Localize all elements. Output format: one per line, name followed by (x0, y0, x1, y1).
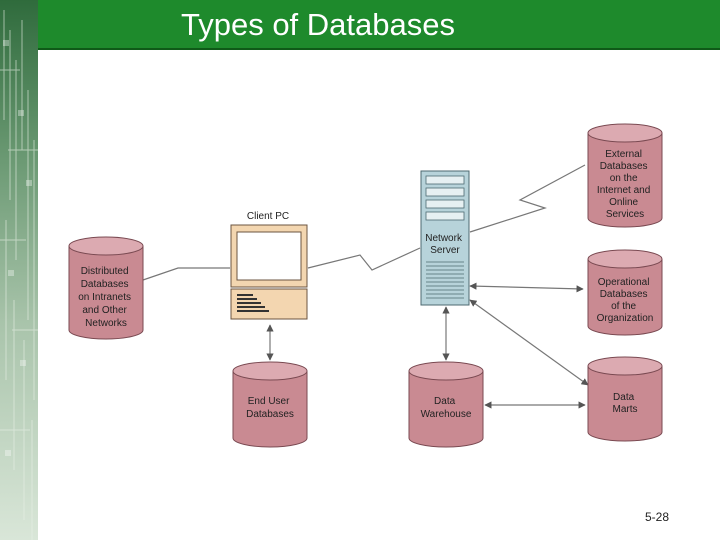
svg-text:Data Warehouse: Data Warehouse (421, 396, 472, 420)
db-label-line: and Other (82, 305, 127, 316)
db-label-line: Data (434, 396, 456, 407)
database-warehouse: Data Warehouse (408, 361, 484, 448)
db-label-line: Databases (600, 289, 648, 300)
server-label-line: Network (425, 233, 463, 244)
title-banner: Types of Databases (38, 0, 720, 50)
db-label-line: Warehouse (421, 409, 472, 420)
database-operational: Operational Databases of the Organizatio… (587, 249, 663, 336)
db-label-line: Services (606, 209, 644, 220)
svg-text:Data Marts: Data Marts (613, 392, 638, 415)
client-pc-label: Client PC (247, 211, 289, 222)
db-label-line: Distributed (81, 266, 129, 277)
db-label-line: End User (248, 396, 290, 407)
page-number: 5-28 (645, 510, 670, 524)
decorative-sidebar (0, 0, 38, 540)
db-label-line: Operational (598, 277, 650, 288)
db-label-line: Marts (613, 404, 638, 415)
svg-text:Distributed Databases: Distributed Databases on Intranets and O… (78, 266, 134, 329)
link-distributed-pc (142, 267, 230, 281)
link-server-marts (469, 299, 589, 386)
client-pc-icon: Client PC (230, 211, 308, 320)
connections (142, 164, 589, 409)
server-label-line: Server (430, 245, 460, 256)
svg-text:External Databases: External Databases on the Internet and O… (597, 149, 653, 220)
db-label-line: Organization (597, 313, 654, 324)
db-label-line: Databases (81, 279, 129, 290)
db-label-line: on the (610, 173, 638, 184)
db-label-line: on Intranets (78, 292, 131, 303)
db-label-line: of the (611, 301, 636, 312)
db-label-line: Networks (85, 318, 127, 329)
database-end-user: End User Databases (232, 361, 308, 448)
link-server-external (469, 164, 586, 233)
db-label-line: Internet and (597, 185, 650, 196)
database-distributed: Distributed Databases on Intranets and O… (68, 236, 144, 340)
db-label-line: Databases (246, 409, 294, 420)
slide-title: Types of Databases (181, 7, 455, 42)
network-server-icon: Network Server (420, 170, 470, 306)
db-label-line: Online (609, 197, 638, 208)
database-external: External Databases on the Internet and O… (587, 123, 663, 228)
db-label-line: Data (613, 392, 635, 403)
db-label-line: Databases (600, 161, 648, 172)
db-label-line: External (605, 149, 642, 160)
svg-text:Operational Databases: Operational Databases of the Organizatio… (597, 277, 654, 324)
link-pc-server (307, 247, 421, 271)
svg-text:End User Databases: End User Databases (246, 396, 294, 420)
link-server-operational (469, 282, 584, 293)
svg-text:Network Server: Network Server (425, 233, 464, 256)
database-marts: Data Marts (587, 356, 663, 442)
